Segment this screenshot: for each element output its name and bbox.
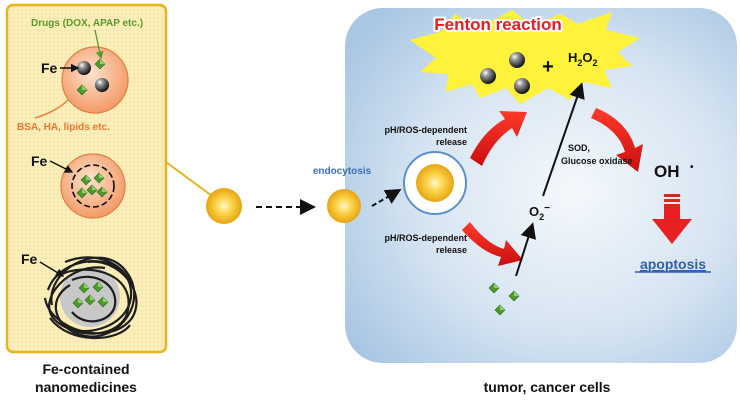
left-caption-line1: Fe-contained xyxy=(42,361,129,377)
superoxide-generation-arrow xyxy=(515,222,536,277)
nanoparticle-icon xyxy=(327,189,361,223)
drugs-pointer-arrow xyxy=(94,29,104,60)
radical-dot: • xyxy=(690,162,694,173)
h2o2-conversion-arrow xyxy=(542,82,585,197)
apoptosis-label: apoptosis xyxy=(640,256,706,272)
iron-oxide-sphere-icon xyxy=(480,68,496,84)
iron-oxide-sphere-icon xyxy=(77,61,91,75)
carrier-sphere-icon xyxy=(61,46,129,114)
enzyme-label-2: Glucose oxidase xyxy=(561,156,633,166)
hydroxyl-radical-label: OH xyxy=(654,162,680,181)
release-label-bottom-1: pH/ROS-dependent xyxy=(385,233,468,243)
release-label-top-2: release xyxy=(436,137,467,147)
right-caption: tumor, cancer cells xyxy=(484,379,611,395)
endocytosis-label: endocytosis xyxy=(313,166,372,177)
panel-connector-line xyxy=(165,161,213,197)
carrier-label: BSA, HA, lipids etc. xyxy=(17,122,110,133)
nanoparticle-icon xyxy=(206,188,242,224)
iron-oxide-sphere-icon xyxy=(514,78,530,94)
red-curved-arrow-icon xyxy=(591,108,643,172)
drugs-label: Drugs (DOX, APAP etc.) xyxy=(31,18,143,29)
fenton-title-outline: Fenton reaction xyxy=(434,15,562,34)
nanoparticle-icon xyxy=(416,164,454,202)
left-caption-line2: nanomedicines xyxy=(35,379,137,395)
nanomedicine-type-3 xyxy=(43,256,138,340)
release-label-bottom-2: release xyxy=(436,245,467,255)
iron-oxide-sphere-icon xyxy=(95,78,109,92)
plus-sign: + xyxy=(542,56,554,78)
fe-label-1: Fe xyxy=(41,60,58,76)
carrier-pointer-line xyxy=(34,99,69,119)
fe-pointer-arrow-2 xyxy=(49,160,74,173)
red-curved-arrow-icon xyxy=(470,111,527,166)
h2o2-label: H2O2 xyxy=(568,50,598,68)
fenton-burst-icon xyxy=(410,10,640,104)
fe-label-3: Fe xyxy=(21,251,38,267)
fe-label-2: Fe xyxy=(31,153,48,169)
fenton-title: Fenton reaction xyxy=(434,15,562,34)
iron-shell-icon xyxy=(71,164,115,208)
superoxide-label: O2− xyxy=(529,203,550,222)
iron-oxide-sphere-icon xyxy=(509,52,525,68)
red-down-arrow-icon xyxy=(652,194,692,244)
fe-pointer-arrow-3 xyxy=(39,261,65,277)
polymer-tangle-icon xyxy=(43,256,138,340)
nanomedicine-type-1 xyxy=(61,46,129,114)
release-label-top-1: pH/ROS-dependent xyxy=(385,125,468,135)
nanomedicine-type-2 xyxy=(60,153,126,219)
enzyme-label-1: SOD, xyxy=(568,143,590,153)
endocytosis-arrow xyxy=(371,189,402,207)
cancer-cell-panel xyxy=(345,8,737,363)
red-curved-arrow-icon xyxy=(462,222,523,266)
